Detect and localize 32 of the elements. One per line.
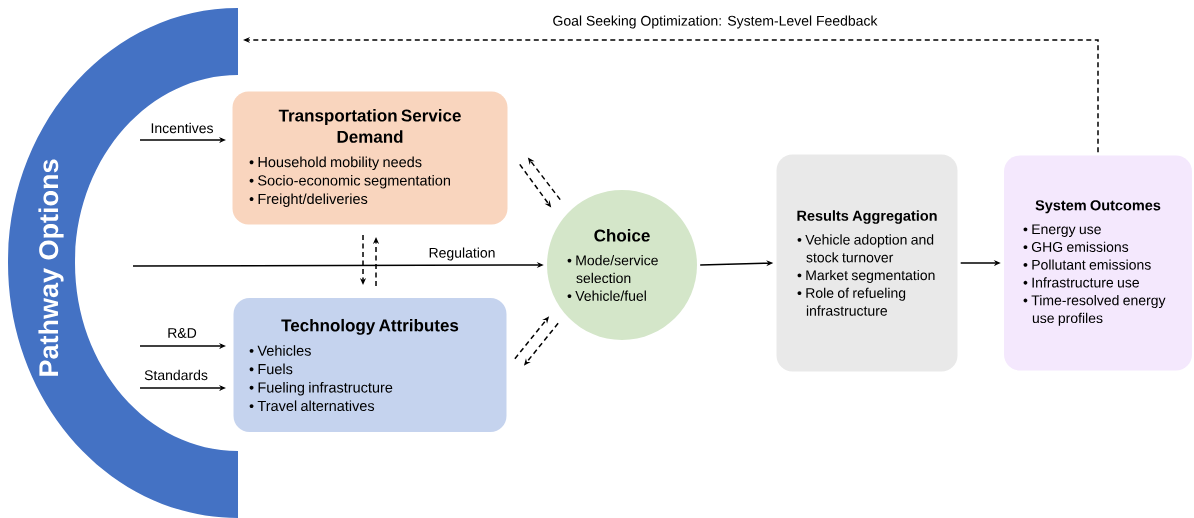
rounded-box [232, 91, 508, 225]
edge-label: Standards [143, 368, 209, 382]
box-heading: System Outcomes [1035, 200, 1161, 214]
choice-circle [547, 190, 697, 340]
edge-label: Goal Seeking Optimization: System-Level Feedback [551, 14, 879, 30]
bullet-item: • GHG emissions [1023, 241, 1129, 252]
box-heading: Technology Attributes [281, 318, 459, 335]
edge-label: Incentives [149, 121, 215, 135]
box-heading: Choice [594, 229, 650, 242]
bullet-item: • Role of refueling infrastructure [797, 287, 906, 316]
bullet-item: • Fuels [249, 363, 293, 375]
box-heading: Transportation Service Demand [278, 109, 461, 143]
band-label: Pathway Options [38, 159, 64, 376]
bullet-item: • Vehicle/fuel [567, 290, 646, 301]
bullet-item: • Household mobility needs [249, 156, 422, 171]
bullet-item: • Vehicle adoption and stock turnover [797, 234, 934, 263]
arc-band [8, 8, 238, 518]
bullet-item: • Pollutant emissions [1023, 259, 1151, 270]
bullet-item: • Mode/service selection [567, 255, 658, 284]
bullet-item: • Time-resolved energy use profiles [1023, 295, 1166, 326]
bullet-item: • Market segmentation [797, 269, 935, 283]
edge-label: Regulation [427, 246, 497, 262]
box-heading: Results Aggregation [797, 210, 937, 224]
bullet-item: • Travel alternatives [249, 400, 375, 412]
bullet-item: • Freight/deliveries [249, 193, 368, 207]
bullet-item: • Socio-economic segmentation [249, 174, 450, 189]
bullet-item: • Energy use [1023, 224, 1101, 237]
bullet-item: • Fueling infrastructure [249, 382, 393, 396]
bullet-item: • Infrastructure use [1023, 277, 1139, 288]
edge-label: R&D [166, 327, 198, 339]
bullet-item: • Vehicles [249, 345, 311, 356]
rounded-box [233, 298, 507, 432]
